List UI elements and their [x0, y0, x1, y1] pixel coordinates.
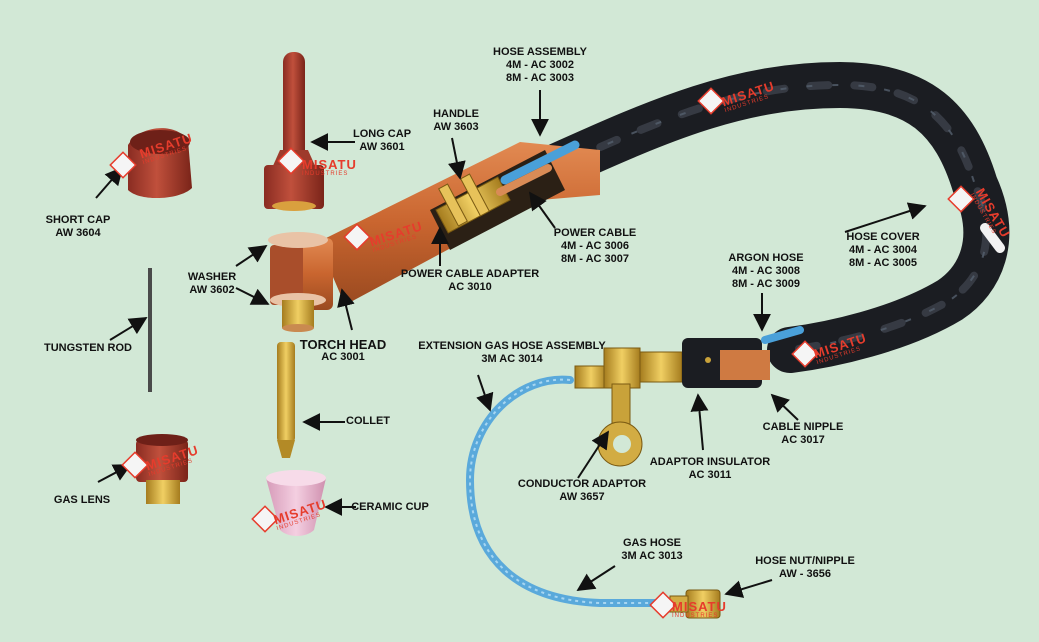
- arrow-handle: [447, 137, 466, 180]
- label-collet: COLLET: [346, 415, 390, 427]
- label-tungsten-rod: TUNGSTEN ROD: [44, 342, 132, 354]
- watermark-badges: [109, 87, 975, 619]
- arrow-conductor-adaptor: [577, 430, 609, 479]
- watermark-badge-icon: [277, 147, 305, 175]
- collet: [277, 342, 295, 458]
- short-cap: [128, 128, 192, 199]
- ceramic-cup: [266, 470, 326, 536]
- arrow-washer-top: [235, 245, 268, 267]
- torch-handle: [318, 140, 600, 305]
- arrow-cable-nipple: [770, 393, 799, 421]
- watermark-badge-icon: [109, 151, 137, 179]
- torch-head: [268, 232, 333, 332]
- hose-nut-nipple: [669, 589, 721, 619]
- arrow-gas-hose: [576, 565, 616, 591]
- arrow-torch-head: [337, 288, 355, 331]
- watermark-badge-icon: [697, 87, 725, 115]
- label-gas-lens: GAS LENS: [53, 494, 111, 506]
- watermark-badge-icon: [791, 340, 819, 368]
- arrow-power-cable: [528, 191, 556, 229]
- arrow-hose-nut-nipple: [724, 579, 773, 598]
- hose-cover: [537, 61, 1010, 373]
- watermark-badge-icon: [251, 505, 279, 533]
- arrow-extension-gas-hose: [476, 374, 494, 412]
- arrow-tungsten-rod: [109, 317, 148, 341]
- watermark-badge-icon: [121, 451, 149, 479]
- watermark-badge-icon: [649, 591, 677, 619]
- arrow-washer-bottom: [235, 287, 270, 305]
- watermark-badge-icon: [343, 223, 371, 251]
- watermark-badge-icon: [947, 185, 975, 213]
- arrow-hose-cover: [844, 202, 927, 233]
- arrow-adaptor-insulator: [690, 393, 709, 451]
- long-cap: [264, 52, 324, 211]
- gas-lens: [136, 434, 188, 504]
- adaptor-assembly: [574, 326, 804, 467]
- label-ceramic-cup: CERAMIC CUP: [351, 501, 429, 513]
- extension-gas-hose: [465, 375, 694, 607]
